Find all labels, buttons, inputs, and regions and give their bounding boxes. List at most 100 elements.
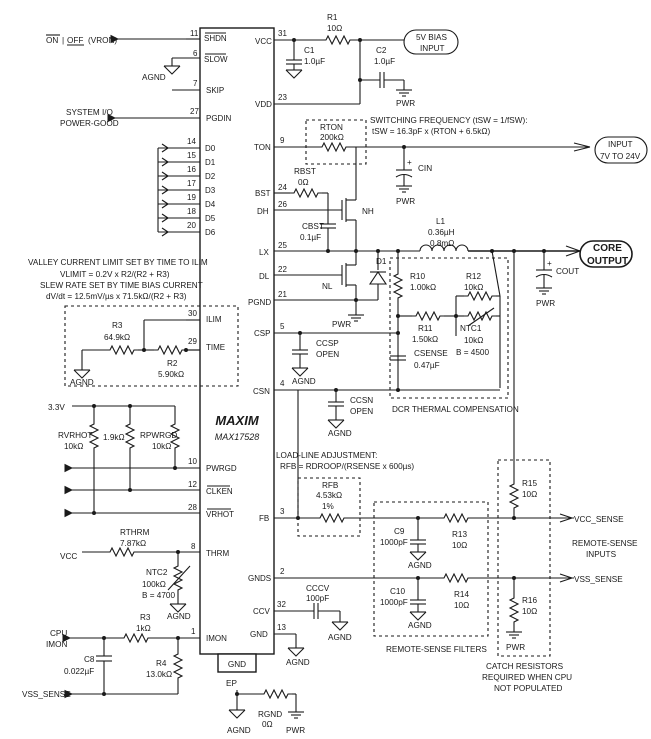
catch-label: CATCH RESISTORS <box>486 662 564 671</box>
components-c9-ref-text: C9 <box>394 527 405 536</box>
pins-right-dl-num-text: 22 <box>278 265 287 274</box>
ton-section: RTON 200kΩ SWITCHING FREQUENCY (tSW = 1/… <box>274 116 648 206</box>
power-good-label: POWER-GOOD <box>60 119 119 128</box>
pin-gnds: GNDS <box>248 574 271 583</box>
pins-left-pgdin-num-text: 27 <box>190 107 199 116</box>
components-r2-ref-text: R2 <box>167 359 178 368</box>
loadline-title: LOAD-LINE ADJUSTMENT: <box>276 451 377 460</box>
schematic-text: + <box>407 158 412 167</box>
pins-left-d-0-num-text: 14 <box>187 137 196 146</box>
components-rthrm-val-text: 7.87kΩ <box>120 539 146 548</box>
components-r14-ref-text: R14 <box>454 590 469 599</box>
pins-left-d-3-name-text: D3 <box>205 186 216 195</box>
pins-left-d-2-name-text: D2 <box>205 172 216 181</box>
pin-fb: FB <box>259 514 269 523</box>
feedback-section: LOAD-LINE ADJUSTMENT: RFB = RDROOP/(RSEN… <box>274 390 440 537</box>
left-pins: SHDN 11 SLOW 6 SKIP 7 PGDIN 27 D0 14 D1 … <box>187 29 237 643</box>
labels-remote-inputs-2-text: INPUTS <box>586 550 617 559</box>
pins-left-d-4-name-text: D4 <box>205 200 216 209</box>
pins-left-time-num-text: 29 <box>188 337 197 346</box>
v33-label: 3.3V <box>48 403 65 412</box>
pin-csp: CSP <box>254 329 270 338</box>
maxim-logo: MAXIM <box>215 413 260 428</box>
components-r14-val-text: 10Ω <box>454 601 469 610</box>
pins-left-d-2-num-text: 16 <box>187 165 196 174</box>
on-label: ON <box>46 36 58 45</box>
components-r3-ref-text: R3 <box>112 321 123 330</box>
components-rpwrgd-ref-text: RPWRGD <box>140 431 177 440</box>
components-c9-val-text: 1000pF <box>380 538 408 547</box>
dcr-compensation: DCR THERMAL COMPENSATION R10 1.00kΩ R11 … <box>274 249 519 438</box>
bias-input-label: 5V BIAS <box>416 33 447 42</box>
right-pins: VCC 31 VDD 23 TON 9 BST 24 DH 26 LX 25 D… <box>248 29 287 639</box>
components-rfb-ref-text: RFB <box>322 481 339 490</box>
cpu-label: CPU <box>50 629 67 638</box>
components-rton-ref-text: RTON <box>320 123 343 132</box>
components-rgnd-val-text: 0Ω <box>262 720 273 729</box>
schematic-text: + <box>547 259 552 268</box>
pins-left-clken-num-text: 12 <box>188 480 197 489</box>
components-csense-val-text: 0.47µF <box>414 361 440 370</box>
labels-pwr-text: PWR <box>396 99 415 108</box>
components-cbst-ref-text: CBST <box>302 222 324 231</box>
pins-right-lx-num-text: 25 <box>278 241 287 250</box>
labels-pwr-text: PWR <box>332 320 351 329</box>
pins-left-d-6-name-text: D6 <box>205 228 216 237</box>
pins-left-d-6-num-text: 20 <box>187 221 196 230</box>
components-r16-val-text: 10Ω <box>522 607 537 616</box>
vcc-label: VCC <box>60 552 77 561</box>
pins-right-vcc-num-text: 31 <box>278 29 287 38</box>
components-r10-ref-text: R10 <box>410 272 425 281</box>
pin-gnd: GND <box>250 630 268 639</box>
components-r11-ref-text: R11 <box>418 324 433 333</box>
components-r2-val-text: 5.90kΩ <box>158 370 184 379</box>
pins-left-d-3-num-text: 17 <box>187 179 196 188</box>
pins-right-fb-num-text: 3 <box>280 507 285 516</box>
pins-left-skip-num-text: 7 <box>193 79 198 88</box>
pins-left-d-0-name-text: D0 <box>205 144 216 153</box>
components-cout-ref-text: COUT <box>556 267 579 276</box>
pins-left-d-4-num-text: 19 <box>187 193 196 202</box>
core-output-label: CORE <box>593 243 622 254</box>
components-r16-ref-text: R16 <box>522 596 537 605</box>
components-r15-ref-text: R15 <box>522 479 537 488</box>
pins-right-gnd-num-text: 13 <box>277 623 286 632</box>
remote-sense-filters: REMOTE-SENSE FILTERS AGND C9 1000pF R13 … <box>274 501 638 654</box>
pins-left-slow-num-text: 6 <box>193 49 198 58</box>
pins-left-vrhot-num-text: 28 <box>188 503 197 512</box>
chip-ep-label: EP <box>226 679 237 688</box>
pins-right-pgnd-num-text: 21 <box>278 290 287 299</box>
labels-agnd-text: AGND <box>408 561 432 570</box>
valley-title: VALLEY CURRENT LIMIT SET BY TIME TO ILIM <box>28 258 208 267</box>
pin-thrm: THRM <box>206 549 229 558</box>
imon-label: IMON <box>46 640 67 649</box>
ilim-time-section: VALLEY CURRENT LIMIT SET BY TIME TO ILIM… <box>28 258 239 387</box>
pin-ccv: CCV <box>253 607 271 616</box>
pins-left-thrm-num-text: 8 <box>191 542 196 551</box>
sw-freq-title: SWITCHING FREQUENCY (tSW = 1/fSW): <box>370 116 527 125</box>
valley-equation: VLIMIT = 0.2V x R2/(R2 + R3) <box>60 270 170 279</box>
pin-ilim: ILIM <box>206 315 222 324</box>
pin-pgdin: PGDIN <box>206 114 232 123</box>
pins-right-vdd-num-text: 23 <box>278 93 287 102</box>
components-c2-ref-text: C2 <box>376 46 387 55</box>
control-inputs: ON | OFF (VRON) AGND SYSTEM I/O POWER-GO… <box>46 34 200 237</box>
pins-right-gnds-num-text: 2 <box>280 567 285 576</box>
labels-catch-2-text: REQUIRED WHEN CPU <box>482 673 572 682</box>
components-d1-ref-text: D1 <box>376 257 387 266</box>
components-r15-val-text: 10Ω <box>522 490 537 499</box>
labels-pwr-text: PWR <box>286 726 305 735</box>
pins-right-csn-num-text: 4 <box>280 379 285 388</box>
pins-right-csp-num-text: 5 <box>280 322 285 331</box>
pin-vdd: VDD <box>255 100 272 109</box>
pin-dl: DL <box>259 272 270 281</box>
components-ntc1-ref-text: NTC1 <box>460 324 482 333</box>
bias-section: R1 10Ω 5V BIAS INPUT C1 1.0µF PWR C2 1.0… <box>274 13 459 108</box>
remote-filters-label: REMOTE-SENSE FILTERS <box>386 645 487 654</box>
labels-agnd-text: AGND <box>408 621 432 630</box>
pin-csn: CSN <box>253 387 270 396</box>
components-rfb-val-text: 4.53kΩ <box>316 491 342 500</box>
system-io-label: SYSTEM I/O <box>66 108 113 117</box>
components-r4-ref-text: R4 <box>156 659 167 668</box>
